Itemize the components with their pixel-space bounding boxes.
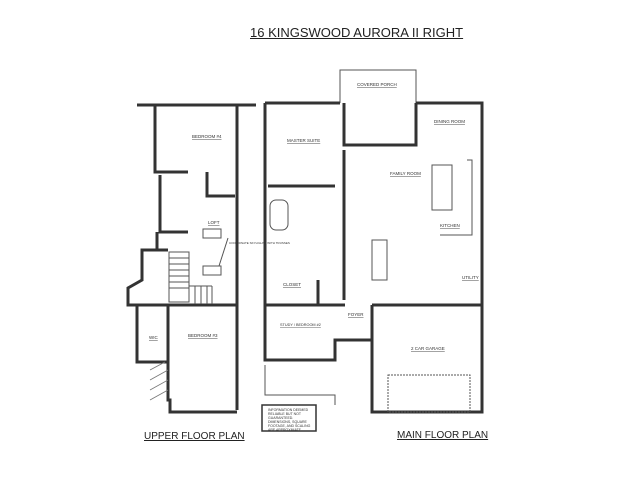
skylight-annotation: COORDINATE SKYLIGHTS WITH TRUSSES [229,241,290,245]
room-wic: WIC [149,335,158,340]
room-closet: CLOSET [283,282,301,287]
upper-floor-plan: BEDROOM #4 LOFT BEDROOM #3 WIC COORDINAT… [126,103,290,414]
plan-title: 16 KINGSWOOD AURORA II RIGHT [250,25,464,40]
room-family-room: FAMILY ROOM [390,171,421,176]
room-utility: UTILITY [462,275,479,280]
room-covered-porch: COVERED PORCH [357,82,397,87]
room-kitchen: KITCHEN [440,223,460,228]
room-foyer: FOYER [348,312,364,317]
room-bedroom-3: BEDROOM #3 [188,333,218,338]
room-master-suite: MASTER SUITE [287,138,320,143]
room-2-car-garage: 2 CAR GARAGE [411,346,445,351]
main-floor-plan: COVERED PORCH MASTER SUITE FAMILY ROOM D… [261,69,484,432]
main-floor-plan-label: MAIN FLOOR PLAN [397,430,489,441]
room-dining-room: DINING ROOM [434,119,465,124]
room-loft: LOFT [208,220,220,225]
room-bedroom-4: BEDROOM #4 [192,134,222,139]
room-study-bedroom-2: STUDY / BEDROOM #2 [280,323,321,327]
upper-floor-plan-label: UPPER FLOOR PLAN [144,431,245,442]
disclaimer-note: INFORMATION DEEMED RELIABLE BUT NOT GUAR… [268,408,311,432]
